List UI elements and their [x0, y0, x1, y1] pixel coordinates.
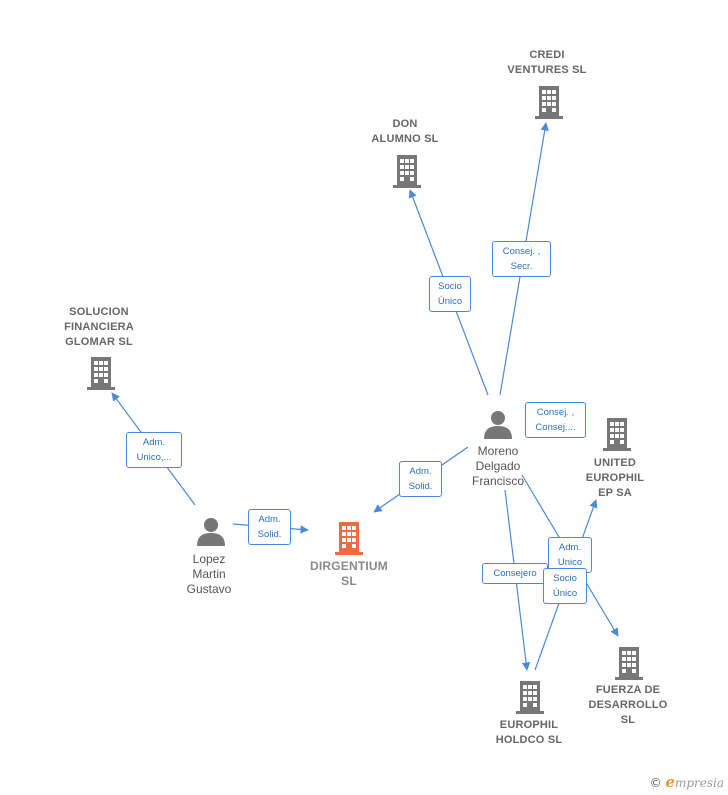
- node-label-europhil-holdco: EUROPHIL HOLDCO SL: [495, 719, 563, 746]
- node-label-fuerza-desarrollo: FUERZA DE DESARROLLO SL: [588, 684, 668, 726]
- person-icon[interactable]: [482, 408, 514, 440]
- node-label-don-alumno: DON ALUMNO SL: [371, 118, 439, 145]
- edge-label-socio-unico-fuerza[interactable]: Socio Único: [543, 568, 587, 604]
- edge-label-adm-solid-moreno[interactable]: Adm. Solid.: [399, 461, 442, 497]
- edge-label-socio-unico-don[interactable]: Socio Único: [429, 276, 471, 312]
- node-label-dirgentium: DIRGENTIUM SL: [310, 559, 388, 588]
- edge-label-adm-solid-lopez[interactable]: Adm. Solid.: [248, 509, 291, 545]
- edge-label-consejero[interactable]: Consejero: [482, 563, 548, 584]
- person-icon[interactable]: [195, 515, 227, 547]
- brand-logo-initial: e: [665, 773, 675, 791]
- node-label-moreno: Moreno Delgado Francisco: [471, 444, 524, 488]
- building-icon[interactable]: [85, 355, 117, 391]
- node-label-credi-ventures: CREDI VENTURES SL: [507, 49, 587, 76]
- building-icon[interactable]: [533, 84, 565, 120]
- building-icon[interactable]: [601, 416, 633, 452]
- edge-label-adm-unico-united[interactable]: Adm. Unico: [548, 537, 592, 573]
- building-icon[interactable]: [391, 153, 423, 189]
- copyright-icon: ©: [649, 776, 662, 790]
- edge-label-consej-secr[interactable]: Consej. , Secr.: [492, 241, 551, 277]
- building-icon[interactable]: [613, 645, 645, 681]
- brand-logo-text: mpresia: [674, 776, 724, 790]
- edge-label-adm-unico-solucion[interactable]: Adm. Unico,...: [126, 432, 182, 468]
- node-label-lopez: Lopez Martin Gustavo: [186, 552, 232, 596]
- building-icon[interactable]: [333, 520, 365, 556]
- edge-label-consej-consej[interactable]: Consej. , Consej....: [525, 402, 586, 438]
- building-icon[interactable]: [514, 679, 546, 715]
- brand-footer: © empresia: [650, 773, 724, 791]
- node-label-united-europhil: UNITED EUROPHIL EP SA: [585, 457, 645, 499]
- node-label-solucion-financiera: SOLUCION FINANCIERA GLOMAR SL: [64, 306, 134, 348]
